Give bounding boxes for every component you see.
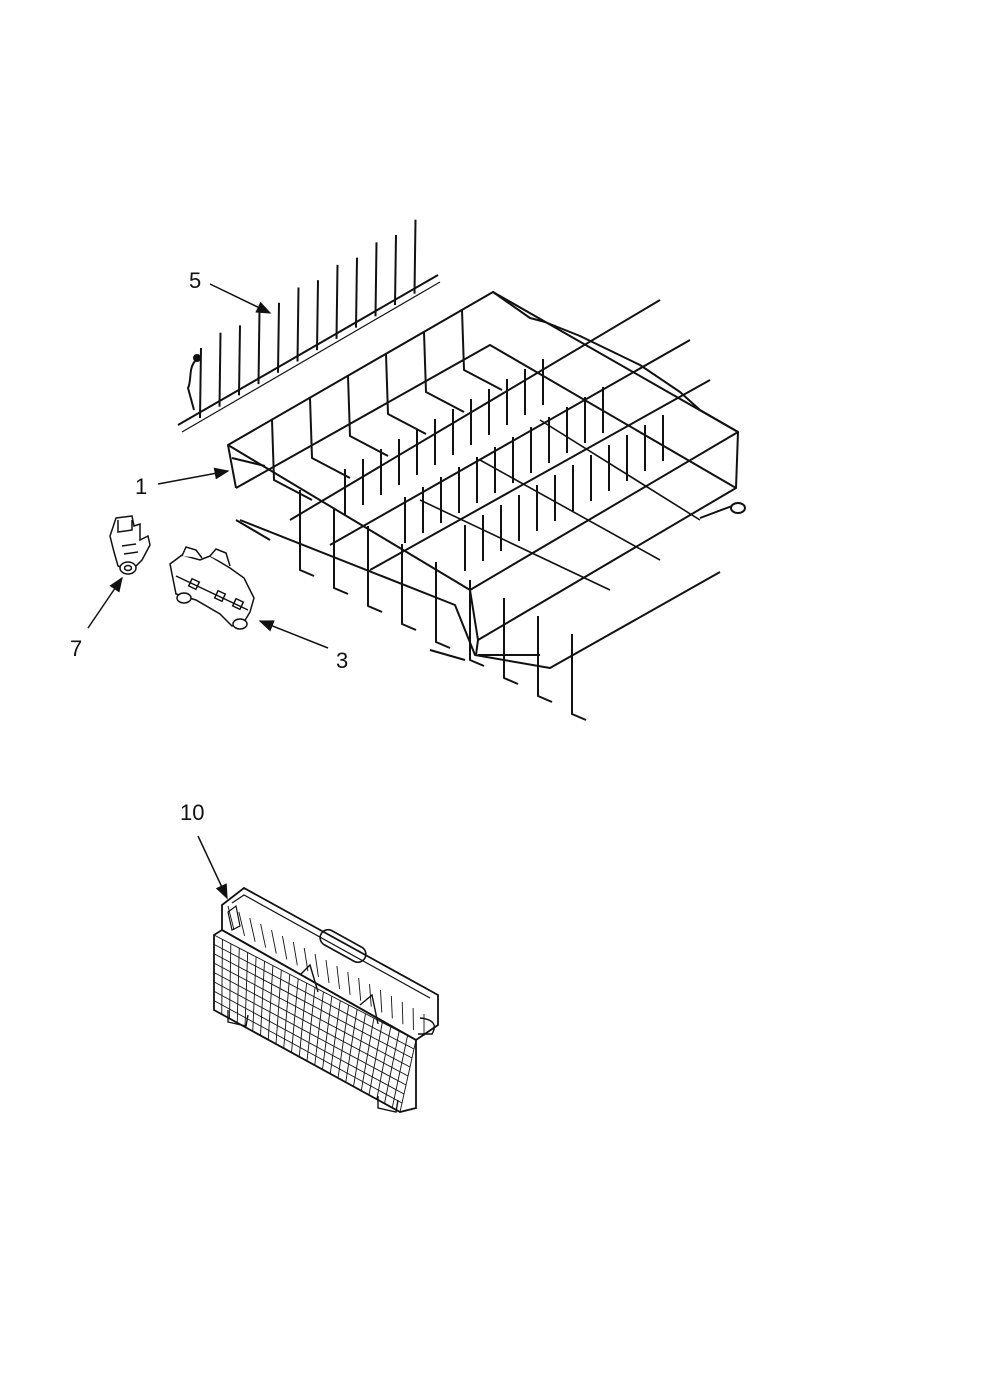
basket-wire-horizontal — [213, 990, 405, 1095]
basket-back-wire — [260, 923, 267, 948]
rack-side-wire — [271, 419, 313, 501]
basket-back-wire — [292, 941, 298, 966]
basket-back-wire — [249, 917, 256, 942]
tine — [335, 264, 339, 339]
silverware-basket-part — [213, 886, 439, 1113]
basket-back-wire — [282, 935, 288, 960]
rack-front-wire — [469, 580, 485, 667]
basket-back-wire — [401, 1001, 404, 1025]
rack-front-wire — [333, 508, 349, 595]
rack-front-wire — [401, 544, 417, 631]
rack-side-wire — [347, 375, 389, 457]
stop-clip-part — [109, 515, 151, 575]
roller-clip-part — [169, 546, 255, 630]
rack-front-wire — [435, 562, 451, 649]
basket-wire-horizontal — [213, 1009, 401, 1113]
basket-wire-horizontal — [213, 972, 409, 1077]
tine — [296, 287, 300, 362]
rack-side-wire — [385, 353, 427, 435]
basket-wire-horizontal — [213, 1000, 403, 1104]
callout-10: 10 — [180, 800, 205, 825]
leader-arrow-5 — [209, 283, 272, 314]
tine — [218, 332, 222, 407]
basket-back-wire — [347, 971, 351, 995]
rack-front-wire — [571, 634, 587, 721]
lower-rack-part — [227, 291, 746, 721]
tine-row-part — [177, 219, 441, 433]
basket-back-wire — [390, 995, 393, 1019]
basket-back-wire — [271, 929, 277, 954]
leader-arrow-10 — [197, 835, 228, 900]
basket-wire-horizontal — [213, 962, 411, 1068]
basket-wire-horizontal — [213, 953, 413, 1059]
basket-back-wire — [379, 989, 383, 1013]
rack-front-wire — [367, 526, 383, 613]
rack-side-wire — [309, 397, 351, 479]
callout-1: 1 — [135, 474, 148, 499]
tine — [355, 257, 358, 328]
basket-back-wire — [238, 911, 245, 936]
basket-back-wire — [325, 959, 330, 984]
tine — [199, 347, 202, 419]
callout-7: 7 — [70, 636, 83, 661]
tine — [394, 234, 397, 306]
leader-arrow-1 — [157, 467, 230, 485]
basket-wire-horizontal — [213, 943, 415, 1050]
rack-front-wire — [537, 616, 553, 703]
leader-arrows — [87, 283, 329, 900]
basket-wire-horizontal — [213, 934, 417, 1041]
basket-wire-horizontal — [213, 981, 407, 1086]
rack-side-wire — [461, 309, 503, 391]
basket-back-wire — [358, 977, 362, 1001]
tine — [413, 219, 417, 294]
tine — [277, 302, 280, 373]
rack-side-wire — [423, 331, 465, 413]
tine — [238, 325, 241, 396]
leader-arrow-7 — [87, 576, 123, 629]
callout-3: 3 — [336, 648, 349, 673]
callout-5: 5 — [189, 268, 202, 293]
tine — [316, 280, 319, 351]
rack-front-wire — [503, 598, 519, 685]
tine — [257, 310, 261, 385]
basket-back-wire — [336, 965, 341, 989]
leader-arrow-3 — [258, 620, 329, 649]
basket-back-wire — [227, 905, 235, 931]
tine — [374, 242, 378, 317]
basket-back-wire — [314, 953, 319, 978]
rack-front-wire — [299, 490, 315, 577]
basket-back-wire — [369, 983, 372, 1007]
